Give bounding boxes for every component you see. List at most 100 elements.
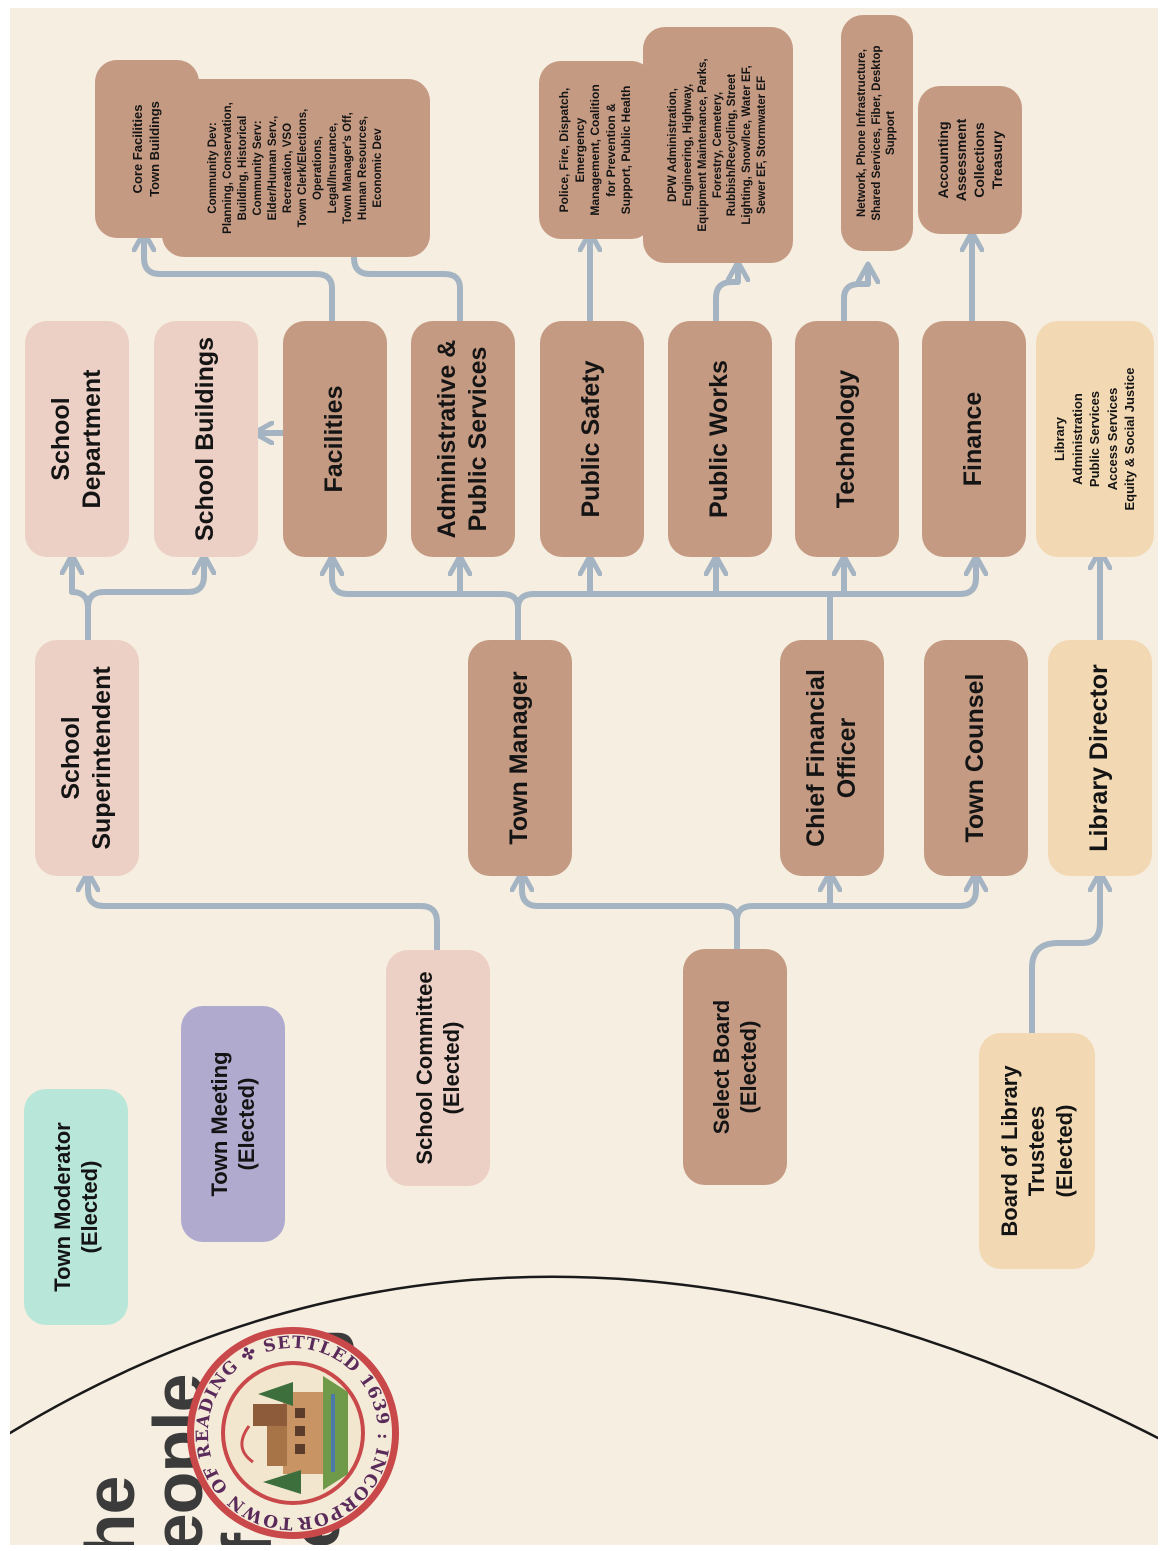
text-line: Town Counsel [961, 673, 990, 843]
text-line: Rubbish/Recycling, Street [726, 73, 739, 217]
connector-select-board [522, 880, 740, 959]
technology: Technology [795, 321, 899, 557]
text-line: Board of Library [996, 1065, 1022, 1237]
town-counsel: Town Counsel [924, 640, 1028, 876]
text-line: Equity & Social Justice [1122, 367, 1138, 511]
text-line: Trustees [1024, 1105, 1050, 1197]
text-line: Recreation, VSO [282, 122, 295, 214]
text-line: Administration [1069, 393, 1085, 485]
text-line: Planning, Conservation, [222, 102, 235, 234]
connector-lines [10, 8, 1158, 1440]
text-line: Support [885, 110, 898, 156]
text-line: Public Works [705, 360, 734, 518]
finance: Finance [922, 321, 1026, 557]
text-line: Management, Coalition [588, 84, 603, 216]
text-line: Human Resources, [356, 115, 369, 221]
public-works: Public Works [668, 321, 772, 557]
seal-icon: TOWN OF READING ✣ SETTLED 1639 : INCORPO… [168, 1327, 399, 1545]
text-line: Town Manager [505, 671, 534, 845]
text-line: Forestry, Cemetery, [711, 91, 724, 199]
text-line: Shared Services, Fiber, Desktop [870, 45, 883, 221]
admin-public-services: Administrative &Public Services [411, 321, 515, 557]
text-line: Town Clerk/Elections, [297, 108, 309, 228]
text-line: Sewer EF, Stormwater EF [756, 75, 769, 215]
text-line: Access Services [1104, 387, 1120, 491]
text-line: Equipment Maintenance, Parks, [696, 58, 709, 232]
sub-public-works-text: DPW Administration,Engineering, Highway,… [666, 58, 771, 231]
sub-public-works: DPW Administration,Engineering, Highway,… [643, 27, 793, 263]
text-line: Library Director [1085, 664, 1114, 852]
public-safety: Public Safety [540, 321, 644, 557]
text-line: Finance [959, 391, 988, 487]
text-line: The [70, 1476, 149, 1545]
text-line: Department [78, 369, 106, 509]
text-line: School [46, 397, 75, 481]
connector-facilities-sub [144, 240, 335, 323]
text-line: Police, Fire, Dispatch, [557, 87, 572, 213]
town-manager: Town Manager [468, 640, 572, 876]
text-line: Engineering, Highway, [681, 83, 694, 207]
text-line: Public Services [1087, 390, 1103, 488]
sub-admin-text: Community Dev:Planning, Conservation,Bui… [206, 102, 385, 234]
school-buildings: School Buildings [154, 321, 258, 557]
text-line: DPW Administration, [666, 88, 679, 202]
facilities: Facilities [283, 321, 387, 557]
text-line: Superintendent [88, 666, 116, 850]
connector-town-manager [332, 564, 521, 643]
text-line: Library [1052, 416, 1068, 462]
people-arc [10, 1275, 1158, 1440]
text-line: Town Manager's Off, [341, 112, 354, 224]
connector-school-committee [88, 880, 440, 956]
text-line: School Buildings [191, 336, 220, 542]
text-line: for Prevention & [603, 103, 618, 197]
text-line: Building, Historical [237, 115, 250, 221]
text-line: Economic Dev [371, 128, 384, 208]
text-line: Elder/Human Serv., [267, 115, 280, 221]
connector-works-sub [713, 270, 738, 323]
text-line: Operations, [311, 136, 324, 200]
text-line: (Elected) [736, 1020, 761, 1114]
text-line: Assessment [952, 118, 969, 202]
text-line: Officer [833, 717, 861, 799]
text-line: Emergency [572, 117, 587, 183]
text-line: Community Serv: [252, 120, 265, 216]
text-line: Technology [832, 369, 861, 509]
sub-technology-text: Network, Phone Infrastructure,Shared Ser… [855, 45, 900, 220]
text-line: Legal/Insurance, [326, 122, 339, 214]
text-line: Chief Financial [801, 669, 830, 847]
text-line: Network, Phone Infrastructure, [855, 48, 868, 218]
library-director: Library Director [1048, 640, 1152, 876]
town-seal: TOWN OF READING ✣ SETTLED 1639 : INCORPO… [168, 1323, 404, 1545]
text-line: (Elected) [1051, 1104, 1077, 1198]
text-line: Public Services [464, 346, 492, 532]
text-line: School Committee [411, 971, 437, 1165]
connector-admin-sub [354, 240, 463, 323]
connector-library-trustees [1029, 880, 1100, 1036]
text-line: Select Board [708, 999, 734, 1135]
text-line: Accounting [934, 121, 951, 199]
text-line: Lighting, Snow/Ice, Water EF, [741, 65, 754, 225]
text-line: School [56, 716, 85, 800]
text-line: Core Facilities [130, 104, 146, 194]
text-line: Support, Public Health [619, 85, 634, 215]
connector-superintendent [85, 563, 204, 643]
school-committee: School Committee(Elected) [386, 950, 490, 1186]
text-line: Community Dev: [207, 122, 220, 214]
text-line: Administrative & [432, 339, 461, 539]
sub-admin: Community Dev:Planning, Conservation,Bui… [162, 79, 430, 257]
text-line: (Elected) [439, 1021, 464, 1115]
text-line: Collections [971, 122, 987, 198]
select-board: Select Board(Elected) [683, 949, 787, 1185]
text-line: Public Safety [577, 360, 606, 518]
